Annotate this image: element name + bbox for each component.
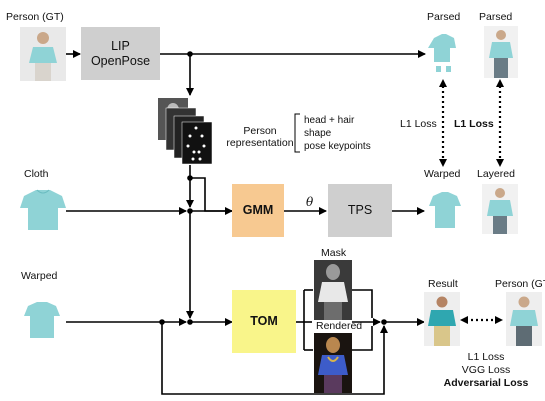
person-representation-label: Person representation	[226, 125, 294, 150]
tom-box: TOM	[232, 290, 296, 353]
warped-top-label: Warped	[424, 168, 461, 180]
warped-cloth-input-image	[22, 300, 62, 340]
rep-item-shape: shape	[304, 128, 332, 139]
gmm-box: GMM	[232, 184, 284, 237]
rep-item-pose-keypoints: pose keypoints	[304, 141, 371, 152]
layered-person-image	[482, 184, 518, 234]
result-label: Result	[428, 278, 458, 290]
person-photo-icon	[484, 26, 518, 78]
parsed-person-image	[484, 26, 518, 78]
mask-image	[314, 260, 352, 320]
parsed-cloth-image	[428, 28, 460, 76]
l1-loss-left-label: L1 Loss	[400, 118, 437, 130]
person-gt-right-label: Person (GT)	[495, 278, 545, 290]
rep-item-head-hair: head + hair	[304, 115, 355, 126]
openpose-label: OpenPose	[90, 53, 151, 68]
cloth-label: Cloth	[24, 168, 49, 180]
tps-label: TPS	[347, 203, 373, 217]
tshirt-icon	[20, 189, 66, 230]
layered-label: Layered	[477, 168, 515, 180]
l1-loss-right-label: L1 Loss	[454, 118, 494, 130]
person-photo-icon	[424, 292, 460, 346]
loss-adversarial-label: Adversarial Loss	[443, 377, 529, 389]
theta-label: θ	[306, 195, 314, 209]
tshirt-icon	[24, 302, 60, 338]
tshirt-icon	[429, 192, 461, 228]
mask-grayscale-icon	[314, 260, 352, 320]
warped-cloth-image	[427, 190, 463, 230]
tom-label: TOM	[250, 314, 278, 328]
person-photo-icon	[482, 184, 518, 234]
pose-keypoint-stack-icon	[158, 98, 213, 165]
rendered-image	[314, 333, 352, 393]
person-photo-icon	[506, 292, 542, 346]
rendered-label: Rendered	[316, 320, 363, 332]
representation-list: head + hair shape pose keypoints	[304, 114, 371, 153]
person-gt-right-image	[506, 292, 542, 346]
cloth-image	[20, 188, 66, 232]
loss-vgg-label: VGG Loss	[461, 364, 511, 376]
gmm-label: GMM	[242, 203, 274, 217]
warped-left-label: Warped	[21, 270, 58, 282]
result-image	[424, 292, 460, 346]
parsed-cloth-icon	[428, 34, 456, 72]
parsed-label-2: Parsed	[479, 11, 513, 23]
pose-keypoint-stack	[158, 98, 218, 165]
rendered-person-icon	[314, 333, 352, 393]
lip-openpose-box: LIP OpenPose	[81, 27, 160, 80]
person-gt-photo	[20, 27, 66, 81]
person-gt-label: Person (GT)	[6, 11, 64, 23]
loss-l1-label: L1 Loss	[467, 351, 505, 363]
tps-box: TPS	[328, 184, 392, 237]
mask-label: Mask	[321, 247, 347, 259]
person-photo-icon	[20, 27, 66, 81]
parsed-label-1: Parsed	[427, 11, 461, 23]
lip-label: LIP	[111, 38, 130, 53]
